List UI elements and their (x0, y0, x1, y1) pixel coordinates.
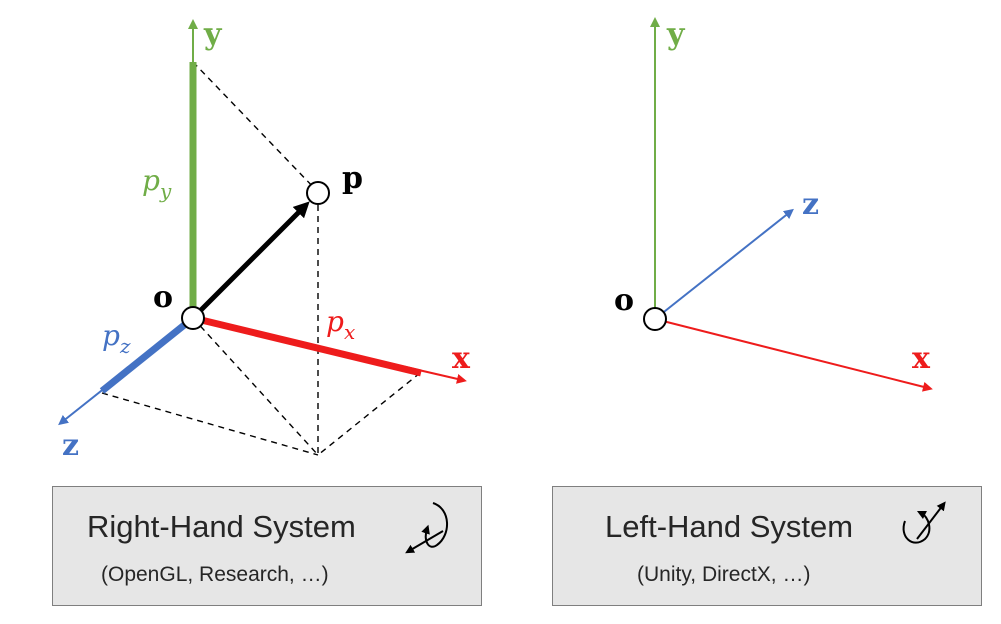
px-component (192, 314, 422, 377)
counterclockwise-rotation-icon (405, 502, 448, 554)
clockwise-rotation-icon (902, 501, 946, 544)
y-axis-label: y (666, 17, 686, 52)
left-hand-system: y x z o (614, 17, 933, 392)
left-hand-caption-title: Left-Hand System (605, 509, 854, 544)
z-axis-label: z (802, 187, 819, 222)
right-hand-caption-title: Right-Hand System (87, 509, 356, 544)
left-hand-caption-box: Left-Hand System (Unity, DirectX, …) (552, 486, 982, 606)
origin-marker (181, 306, 205, 330)
px-label: px (326, 305, 355, 344)
x-axis (654, 318, 933, 392)
origin-marker (643, 307, 667, 331)
z-axis-label: z (62, 428, 79, 463)
x-axis-label: x (912, 341, 931, 376)
point-p-marker (306, 181, 330, 205)
position-vector (191, 201, 310, 320)
z-axis (654, 208, 794, 320)
x-axis-label: x (452, 341, 471, 376)
projection-guides (101, 61, 421, 456)
right-hand-caption-sub: (OpenGL, Research, …) (101, 563, 329, 586)
origin-label: o (614, 283, 634, 318)
py-label: py (142, 164, 172, 203)
left-hand-caption-sub: (Unity, DirectX, …) (637, 563, 811, 586)
origin-label: o (153, 280, 173, 315)
y-axis-label: y (203, 17, 223, 52)
point-label: p (342, 161, 363, 196)
pz-component (99, 315, 196, 394)
pz-label: pz (102, 319, 131, 358)
right-hand-system: y x z o p py px pz (58, 17, 471, 463)
right-hand-caption-box: Right-Hand System (OpenGL, Research, …) (52, 486, 482, 606)
